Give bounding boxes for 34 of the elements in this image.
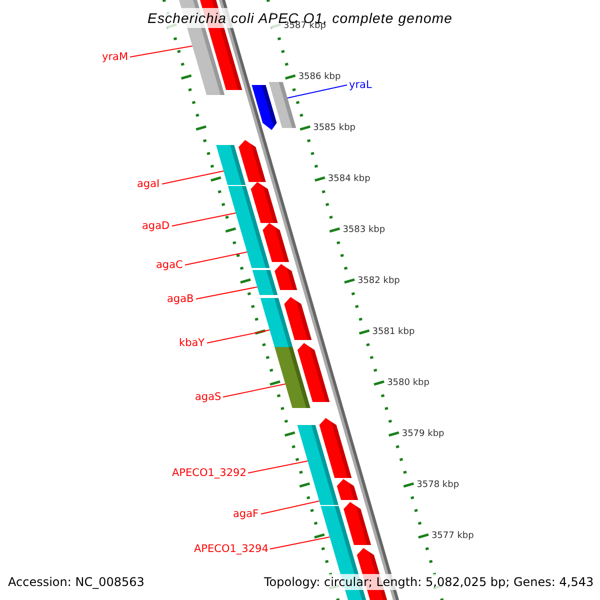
gene-label: agaD xyxy=(142,220,170,231)
scale-label: 3584 kbp xyxy=(328,174,370,184)
scale-label: 3580 kbp xyxy=(387,378,430,388)
leader-line xyxy=(286,84,348,98)
leader-line xyxy=(206,330,270,344)
footer-text: Topology: circular; Length: 5,082,025 bp; Genes: 4,543 xyxy=(262,574,596,590)
scale-label: 3586 kbp xyxy=(298,72,341,82)
gene-label: agaI xyxy=(137,178,160,189)
scale-label: 3579 kbp xyxy=(402,430,444,438)
leader-line xyxy=(270,536,330,550)
gene-label: yraL xyxy=(349,80,372,90)
scale-label: 3583 kbp xyxy=(342,226,386,234)
scale-label: 3577 kbp xyxy=(431,532,474,540)
gene-label: APECO1_3294 xyxy=(194,544,268,554)
footer-text: Accession: NC_008563 xyxy=(6,574,146,590)
leader-line xyxy=(196,286,258,300)
leader-line xyxy=(172,212,236,226)
gene-label: yraM xyxy=(102,52,128,62)
scale-label: 3585 kbp xyxy=(313,124,356,132)
scale-label: 3582 kbp xyxy=(357,276,400,286)
scale-label: 3581 kbp xyxy=(372,328,415,336)
gene-label: APECO1_3292 xyxy=(172,468,246,478)
leader-line xyxy=(130,46,193,58)
scale-label: 3578 kbp xyxy=(416,480,460,490)
gene-label: kbaY xyxy=(179,338,205,348)
gene-label: agaB xyxy=(167,294,194,304)
leader-line xyxy=(260,500,320,514)
gene-label: agaF xyxy=(233,508,259,519)
gene-block xyxy=(252,270,278,295)
gene-label: agaS xyxy=(195,392,222,402)
leader-line xyxy=(184,252,248,266)
leader-line xyxy=(222,384,286,398)
gene-label: agaC xyxy=(156,260,183,270)
leader-line xyxy=(162,170,224,184)
